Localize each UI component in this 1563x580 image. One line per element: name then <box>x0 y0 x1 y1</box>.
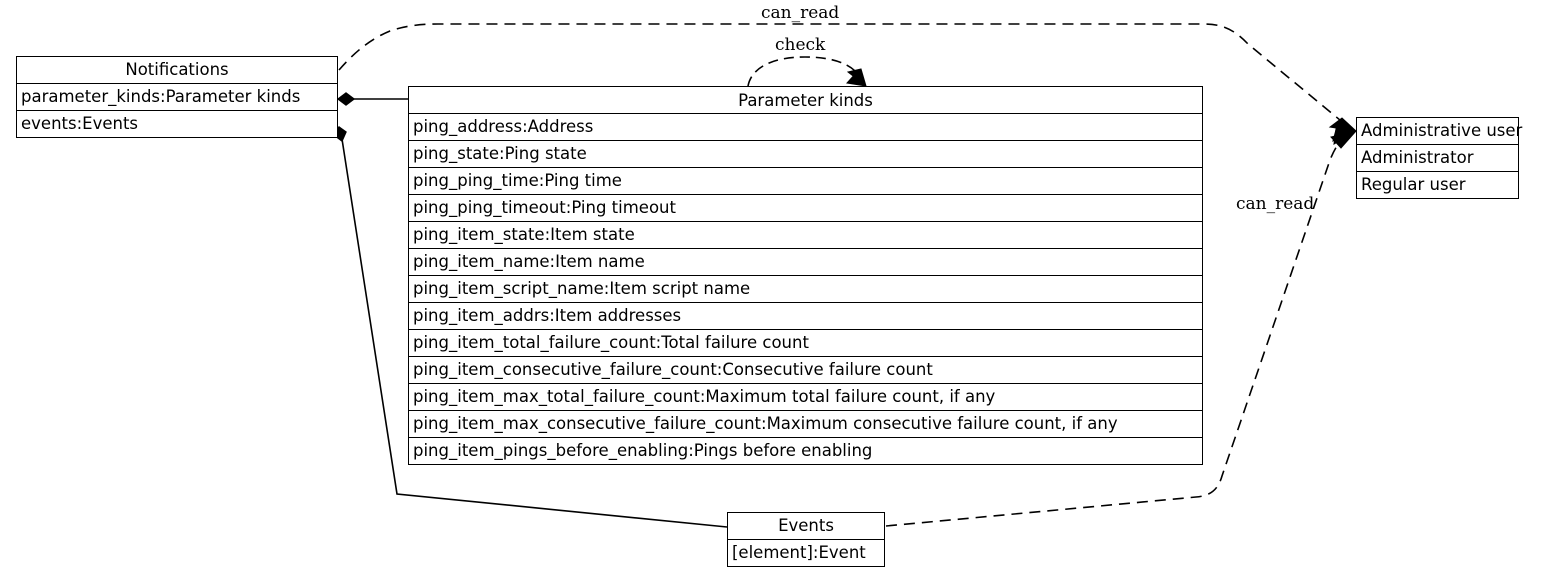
edge-label-check: check <box>775 35 826 55</box>
class-attribute-row: ping_state:Ping state <box>408 140 1203 168</box>
class-title-notifications: Notifications <box>16 56 338 84</box>
class-title-administrative-user: Administrative user <box>1356 117 1522 145</box>
class-attribute-row: ping_item_max_total_failure_count:Maximu… <box>408 383 1203 411</box>
class-attribute-row: ping_item_pings_before_enabling:Pings be… <box>408 437 1203 465</box>
class-title-events: Events <box>727 512 885 540</box>
class-box-administrative-user[interactable]: Administrative user Administrator Regula… <box>1356 117 1547 199</box>
class-attribute-row: [element]:Event <box>727 539 885 567</box>
class-attribute-row: parameter_kinds:Parameter kinds <box>16 83 338 111</box>
edge-label-can-read-right: can_read <box>1236 194 1315 214</box>
class-attribute-row: ping_ping_timeout:Ping timeout <box>408 194 1203 222</box>
class-attribute-row: Regular user <box>1356 171 1519 199</box>
class-box-events[interactable]: Events [element]:Event <box>727 512 885 567</box>
edge-label-can-read-top: can_read <box>761 3 840 23</box>
class-attribute-row: ping_item_state:Item state <box>408 221 1203 249</box>
edge-composition-events <box>341 138 728 528</box>
class-attribute-row: ping_ping_time:Ping time <box>408 167 1203 195</box>
diamond-parameter-kinds <box>336 92 356 106</box>
class-attribute-row: ping_item_addrs:Item addresses <box>408 302 1203 330</box>
class-attribute-row: ping_item_max_consecutive_failure_count:… <box>408 410 1203 438</box>
class-attribute-row: Administrator <box>1356 144 1519 172</box>
class-title-parameter-kinds: Parameter kinds <box>408 86 1203 114</box>
class-attribute-row: ping_item_total_failure_count:Total fail… <box>408 329 1203 357</box>
class-box-parameter-kinds[interactable]: Parameter kinds ping_address:Address pin… <box>408 86 1203 465</box>
class-attribute-row: ping_item_consecutive_failure_count:Cons… <box>408 356 1203 384</box>
class-attribute-row: events:Events <box>16 110 338 138</box>
class-attribute-row: ping_item_script_name:Item script name <box>408 275 1203 303</box>
edge-can-read-top <box>338 23 1347 126</box>
class-box-notifications[interactable]: Notifications parameter_kinds:Parameter … <box>16 56 338 138</box>
class-attribute-row: ping_item_name:Item name <box>408 248 1203 276</box>
edge-can-read-right-arrowhead <box>1330 128 1358 149</box>
edge-check-self-loop <box>747 56 861 87</box>
class-attribute-row: ping_address:Address <box>408 113 1203 141</box>
edge-check-arrowhead <box>846 68 868 88</box>
